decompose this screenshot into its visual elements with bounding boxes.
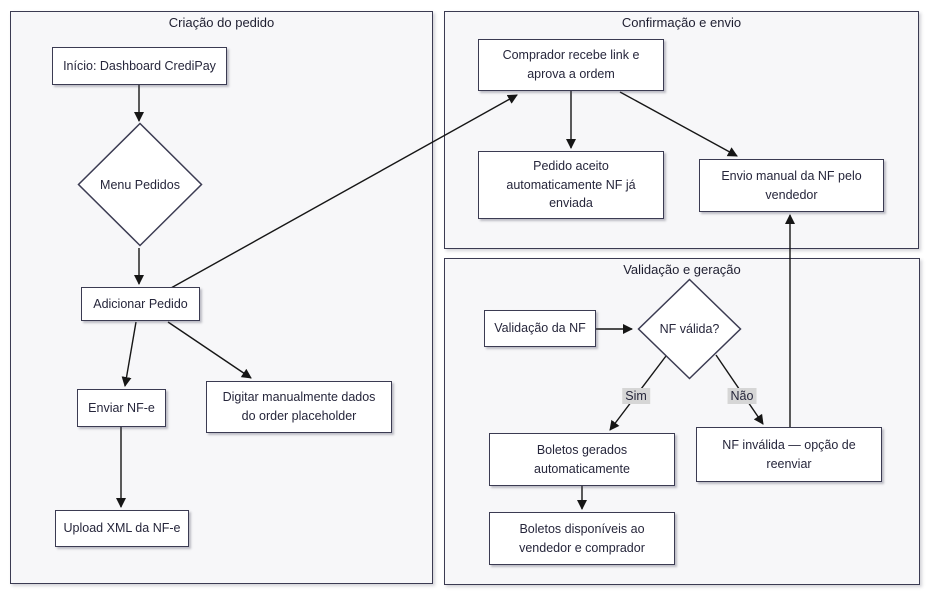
edge-label-sim: Sim — [622, 388, 650, 404]
node-upload-xml: Upload XML da NF-e — [55, 510, 189, 547]
node-envio-manual: Envio manual da NF pelo vendedor — [699, 159, 884, 212]
node-inicio-dashboard: Início: Dashboard CrediPay — [52, 47, 227, 85]
edge-label-nao: Não — [727, 388, 757, 404]
node-pedido-aceito: Pedido aceito automaticamente NF já envi… — [478, 151, 664, 219]
section-criacao-do-pedido: Criação do pedido — [10, 11, 433, 584]
section-title: Criação do pedido — [168, 15, 275, 30]
node-digitar-manualmente: Digitar manualmente dados do order place… — [206, 381, 392, 433]
node-comprador-recebe-link: Comprador recebe link e aprova a ordem — [478, 39, 664, 91]
diamond-label: NF válida? — [659, 322, 720, 336]
node-validacao-da-nf: Validação da NF — [484, 310, 596, 347]
section-title: Confirmação e envio — [621, 15, 742, 30]
diamond-shape — [637, 278, 742, 380]
node-menu-pedidos-decision: Menu Pedidos — [77, 122, 203, 247]
node-adicionar-pedido: Adicionar Pedido — [81, 287, 200, 321]
node-boletos-disponiveis: Boletos disponíveis ao vendedor e compra… — [489, 512, 675, 565]
section-title: Validação e geração — [623, 262, 741, 277]
node-nf-valida-decision: NF válida? — [637, 278, 742, 380]
node-enviar-nfe: Enviar NF-e — [77, 389, 166, 427]
node-nf-invalida: NF inválida — opção de reenviar — [696, 427, 882, 482]
diamond-label: Menu Pedidos — [100, 177, 180, 192]
node-boletos-gerados: Boletos gerados automaticamente — [489, 433, 675, 486]
